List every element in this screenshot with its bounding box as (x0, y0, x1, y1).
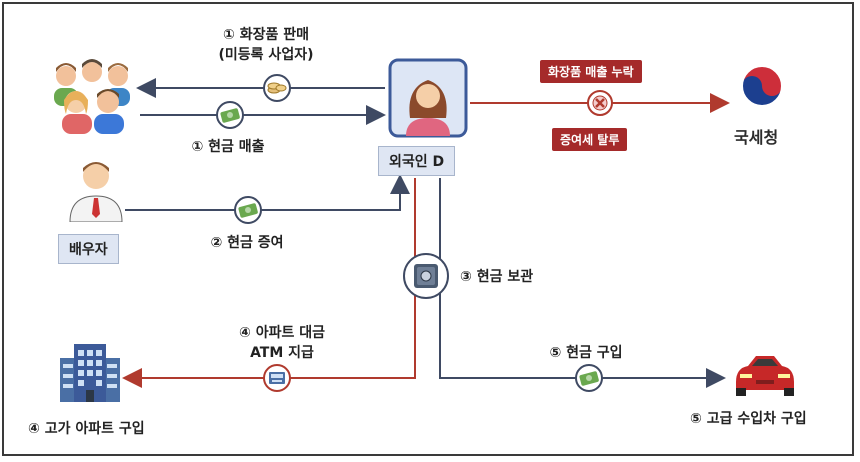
spouse-node-label: 배우자 (58, 234, 119, 264)
gift-label: ② 현금 증여 (210, 235, 284, 251)
safe-icon (402, 252, 450, 300)
atm-label-line1: ④ 아파트 대금 (238, 325, 326, 341)
apartment-building-icon (58, 340, 122, 402)
cash-icon (215, 101, 245, 129)
edge-car (439, 178, 726, 388)
edge-gift (125, 174, 410, 211)
edge-apartment (122, 178, 416, 388)
atm-card-icon (262, 364, 292, 392)
car-edge-label: ⑤ 현금 구입 (549, 345, 623, 361)
car-label: ⑤ 고급 수입차 구입 (690, 411, 807, 427)
blocked-x-icon (586, 89, 614, 117)
cash-icon (233, 196, 263, 224)
korea-taegeuk-logo (738, 62, 786, 110)
nts-label: 국세청 (734, 128, 779, 147)
violation-gift-tax: 증여세 탈루 (552, 128, 628, 151)
apartment-label: ④ 고가 아파트 구입 (28, 421, 145, 437)
foreigner-node-label: 외국인 D (378, 146, 456, 176)
atm-label-line2: ATM 지급 (250, 345, 314, 361)
sports-car-icon (730, 352, 800, 396)
storage-label: ③ 현금 보관 (460, 269, 534, 285)
customers-group-icon (50, 58, 134, 134)
coins-icon (262, 74, 292, 102)
woman-avatar-icon (388, 58, 468, 138)
diagram-frame (2, 2, 854, 456)
violation-missing-sales: 화장품 매출 누락 (540, 60, 642, 83)
businessman-icon (66, 156, 126, 223)
cash-sales-label: ① 현금 매출 (191, 139, 265, 155)
cash-icon (574, 364, 604, 392)
sell-label-line1: ① 화장품 판매 (222, 27, 310, 43)
sell-label-line2: (미등록 사업자) (218, 47, 314, 63)
